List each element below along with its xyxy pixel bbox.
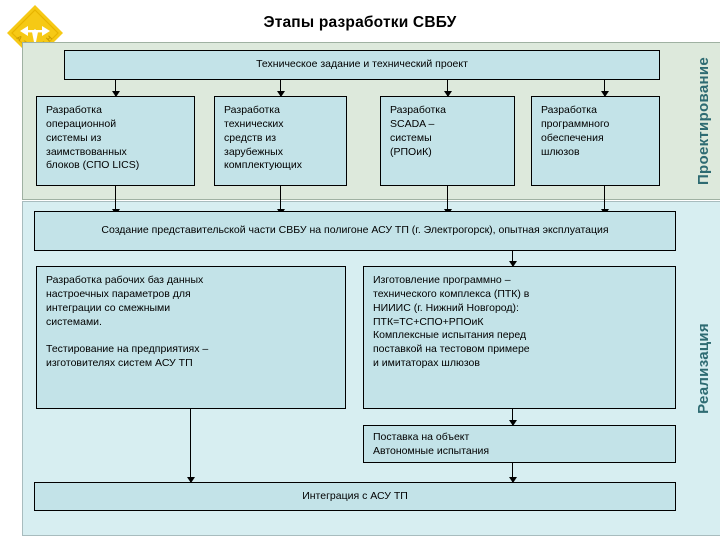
design-box-os[interactable]: Разработка операционной системы из заимс…	[36, 96, 195, 186]
phase-label-design-text: Проектирование	[694, 56, 712, 186]
impl-box-ptk-manufacturing[interactable]: Изготовление программно – технического к…	[363, 266, 676, 409]
impl-box-databases-testing[interactable]: Разработка рабочих баз данных настроечны…	[36, 266, 346, 409]
phase-label-implementation-text: Реализация	[694, 323, 712, 414]
arrow-banner-to-box2	[276, 80, 285, 97]
design-box-gateway-sw-text: Разработка программного обеспечения шлюз…	[541, 104, 610, 158]
arrow-delivery-to-integration	[508, 463, 517, 483]
arrow-banner-to-box1	[111, 80, 120, 97]
implementation-banner: Создание представительской части СВБУ на…	[34, 211, 676, 251]
design-box-scada-text: Разработка SCADA – системы (РПОиК)	[390, 104, 446, 158]
impl-box-delivery[interactable]: Поставка на объект Автономные испытания	[363, 425, 676, 463]
design-banner: Техническое задание и технический проект	[64, 50, 660, 80]
svg-text:А: А	[15, 34, 24, 43]
impl-box-ptk-manufacturing-text: Изготовление программно – технического к…	[373, 274, 530, 370]
impl-box-delivery-text: Поставка на объект Автономные испытания	[373, 431, 490, 457]
final-banner-integration: Интеграция с АСУ ТП	[34, 482, 676, 511]
arrow-box2-to-impl-banner	[276, 186, 285, 215]
design-box-hardware[interactable]: Разработка технических средств из зарубе…	[214, 96, 347, 186]
arrow-box3-to-impl-banner	[443, 186, 452, 215]
slide-title: Этапы разработки СВБУ	[263, 14, 457, 31]
design-box-scada[interactable]: Разработка SCADA – системы (РПОиК)	[380, 96, 515, 186]
design-box-hardware-text: Разработка технических средств из зарубе…	[224, 104, 302, 172]
arrow-left-box-to-integration	[186, 409, 195, 483]
arrow-impl-banner-to-ptk	[508, 251, 517, 267]
arrow-box4-to-impl-banner	[600, 186, 609, 215]
phase-label-design: Проектирование	[686, 43, 720, 199]
arrow-ptk-to-delivery	[508, 409, 517, 426]
svg-text:Н: Н	[45, 35, 54, 44]
arrow-banner-to-box4	[600, 80, 609, 97]
impl-box-databases-testing-text: Разработка рабочих баз данных настроечны…	[46, 274, 209, 370]
design-box-os-text: Разработка операционной системы из заимс…	[46, 104, 140, 172]
arrow-banner-to-box3	[443, 80, 452, 97]
arrow-box1-to-impl-banner	[111, 186, 120, 215]
phase-label-implementation: Реализация	[686, 202, 720, 535]
design-box-gateway-sw[interactable]: Разработка программного обеспечения шлюз…	[531, 96, 660, 186]
